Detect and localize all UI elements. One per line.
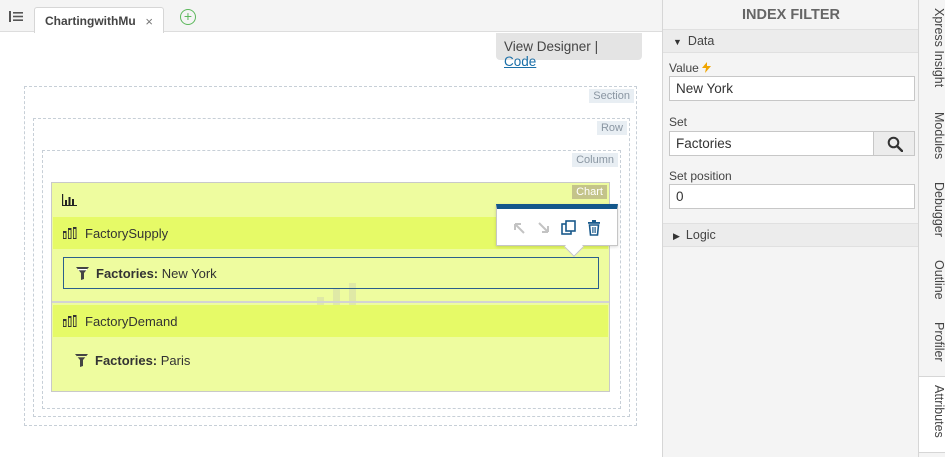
side-tab-xpress-insight[interactable]: Xpress Insight bbox=[932, 8, 945, 88]
series-divider bbox=[52, 301, 609, 303]
data-group-label: Data bbox=[687, 34, 715, 48]
set-search-button[interactable] bbox=[873, 131, 915, 156]
component-toolbar bbox=[496, 204, 618, 257]
value-label-text: Value bbox=[669, 61, 699, 75]
filter-key: Factories: bbox=[96, 266, 159, 281]
move-up-icon[interactable] bbox=[509, 218, 529, 238]
code-link[interactable]: Code bbox=[504, 54, 537, 69]
tab-chartingwithmu[interactable]: ChartingwithMu × bbox=[34, 7, 164, 33]
series-factorydemand[interactable]: FactoryDemand bbox=[53, 305, 608, 337]
index-filter-factories-paris[interactable]: Factories: Paris bbox=[63, 345, 599, 377]
section-label: Section bbox=[589, 89, 634, 103]
series-label: FactoryDemand bbox=[85, 314, 178, 329]
close-icon[interactable]: × bbox=[145, 14, 153, 29]
index-filter-factories-new-york[interactable]: Factories: New York bbox=[63, 257, 599, 289]
panel-title: INDEX FILTER bbox=[741, 7, 840, 23]
series-label: FactorySupply bbox=[85, 226, 169, 241]
column-label: Column bbox=[572, 153, 618, 167]
filter-value: New York bbox=[158, 266, 217, 281]
row-label: Row bbox=[596, 121, 627, 135]
section-container[interactable]: Section bbox=[24, 86, 637, 426]
view-designer-label: View Designer bbox=[504, 39, 591, 54]
logic-group-header[interactable]: ▶ Logic bbox=[663, 223, 919, 247]
chart-label: Chart bbox=[572, 185, 607, 199]
data-group-header[interactable]: ▼ Data bbox=[663, 29, 919, 53]
tab-title: ChartingwithMu bbox=[45, 14, 136, 28]
delete-icon[interactable] bbox=[584, 218, 604, 238]
lightning-icon bbox=[702, 62, 712, 73]
set-position-label: Set position bbox=[669, 169, 732, 183]
attributes-panel: INDEX FILTER ▼ Data Value New York Set Fa… bbox=[662, 0, 919, 457]
set-position-input[interactable]: 0 bbox=[669, 184, 915, 209]
side-tab-modules[interactable]: Modules bbox=[932, 112, 945, 160]
chart-watermark-icon bbox=[317, 283, 356, 309]
bar-chart-icon bbox=[62, 194, 77, 206]
value-input[interactable]: New York bbox=[669, 76, 915, 101]
add-tab-icon[interactable]: + bbox=[180, 9, 196, 25]
funnel-icon bbox=[76, 267, 89, 280]
view-switch: View Designer | Code bbox=[496, 33, 642, 69]
column-container[interactable]: Column bbox=[42, 150, 621, 409]
menu-icon[interactable] bbox=[9, 11, 23, 22]
funnel-icon bbox=[75, 354, 88, 367]
duplicate-icon[interactable] bbox=[559, 218, 579, 238]
filter-key: Factories: bbox=[95, 353, 158, 368]
search-icon bbox=[887, 136, 903, 152]
set-label: Set bbox=[669, 115, 688, 129]
view-separator: | bbox=[594, 39, 599, 54]
set-input[interactable]: Factories bbox=[669, 131, 874, 156]
side-tab-outline[interactable]: Outline bbox=[932, 260, 945, 300]
tab-bar: ChartingwithMu × + bbox=[0, 0, 662, 33]
caret-down-icon: ▼ bbox=[673, 37, 682, 47]
side-tab-debugger[interactable]: Debugger bbox=[932, 182, 945, 237]
value-label: Value bbox=[669, 61, 712, 75]
side-tab-profiler[interactable]: Profiler bbox=[932, 322, 945, 362]
side-tabs: Xpress Insight Modules Debugger Outline … bbox=[918, 0, 945, 457]
move-down-icon[interactable] bbox=[534, 218, 554, 238]
series-bars-icon bbox=[63, 315, 77, 327]
series-bars-icon bbox=[63, 227, 77, 239]
caret-right-icon: ▶ bbox=[673, 231, 680, 241]
filter-value: Paris bbox=[157, 353, 191, 368]
side-tab-attributes[interactable]: Attributes bbox=[919, 376, 945, 453]
logic-group-label: Logic bbox=[685, 228, 716, 242]
row-container[interactable]: Row bbox=[33, 118, 630, 417]
